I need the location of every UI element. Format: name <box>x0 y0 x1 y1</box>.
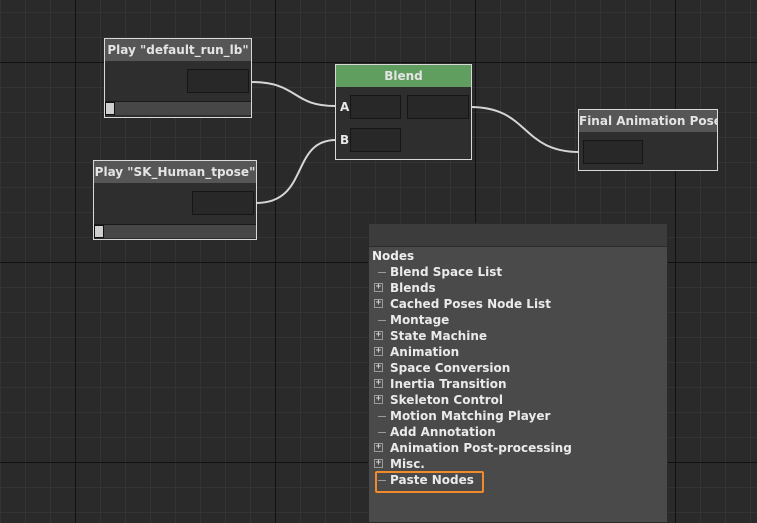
final-pose-input-port[interactable] <box>583 140 643 164</box>
play-tpose-node[interactable]: Play "SK_Human_tpose" <box>93 160 257 240</box>
play-run-time-bar[interactable] <box>105 101 251 115</box>
tree-line-icon <box>373 472 387 488</box>
blend-output-port[interactable] <box>407 95 469 119</box>
final-pose-title: Final Animation Pose <box>579 110 717 132</box>
node-context-menu[interactable]: Nodes Blend Space List + Blends + Cached… <box>368 223 668 523</box>
final-pose-node[interactable]: Final Animation Pose <box>578 109 718 171</box>
expand-plus-icon[interactable]: + <box>374 458 383 468</box>
play-tpose-time-handle[interactable] <box>94 225 104 238</box>
tree-line-icon <box>373 424 387 440</box>
expand-plus-icon[interactable]: + <box>374 298 383 308</box>
wire-blend-to-final <box>469 106 581 153</box>
expand-plus-icon[interactable]: + <box>374 330 383 340</box>
wire-tpose-to-blend-b <box>255 139 337 204</box>
paste-nodes-highlight <box>375 471 484 493</box>
expand-plus-icon[interactable]: + <box>374 394 383 404</box>
play-tpose-title: Play "SK_Human_tpose" <box>94 161 256 183</box>
blend-input-a-port[interactable] <box>350 95 401 119</box>
tree-line-icon <box>373 408 387 424</box>
expand-plus-icon[interactable]: + <box>374 442 383 452</box>
blend-pin-b-label: B <box>340 133 350 147</box>
play-run-title: Play "default_run_lb" <box>105 39 251 61</box>
play-run-time-handle[interactable] <box>105 102 115 115</box>
play-run-output-port[interactable] <box>187 69 249 93</box>
tree-line-icon <box>373 312 387 328</box>
menu-search-bar[interactable] <box>369 224 667 247</box>
play-run-node[interactable]: Play "default_run_lb" <box>104 38 252 118</box>
blend-input-b-port[interactable] <box>350 128 401 152</box>
blend-pin-a-label: A <box>340 100 350 114</box>
blend-title: Blend <box>336 65 471 87</box>
tree-line-icon <box>373 264 387 280</box>
expand-plus-icon[interactable]: + <box>374 346 383 356</box>
menu-header: Nodes <box>372 249 415 263</box>
play-tpose-output-port[interactable] <box>192 191 254 215</box>
expand-plus-icon[interactable]: + <box>374 282 383 292</box>
play-tpose-time-bar[interactable] <box>94 224 256 238</box>
wire-run-to-blend-a <box>249 81 337 107</box>
blend-node[interactable]: Blend A B <box>335 64 472 160</box>
expand-plus-icon[interactable]: + <box>374 362 383 372</box>
expand-plus-icon[interactable]: + <box>374 378 383 388</box>
